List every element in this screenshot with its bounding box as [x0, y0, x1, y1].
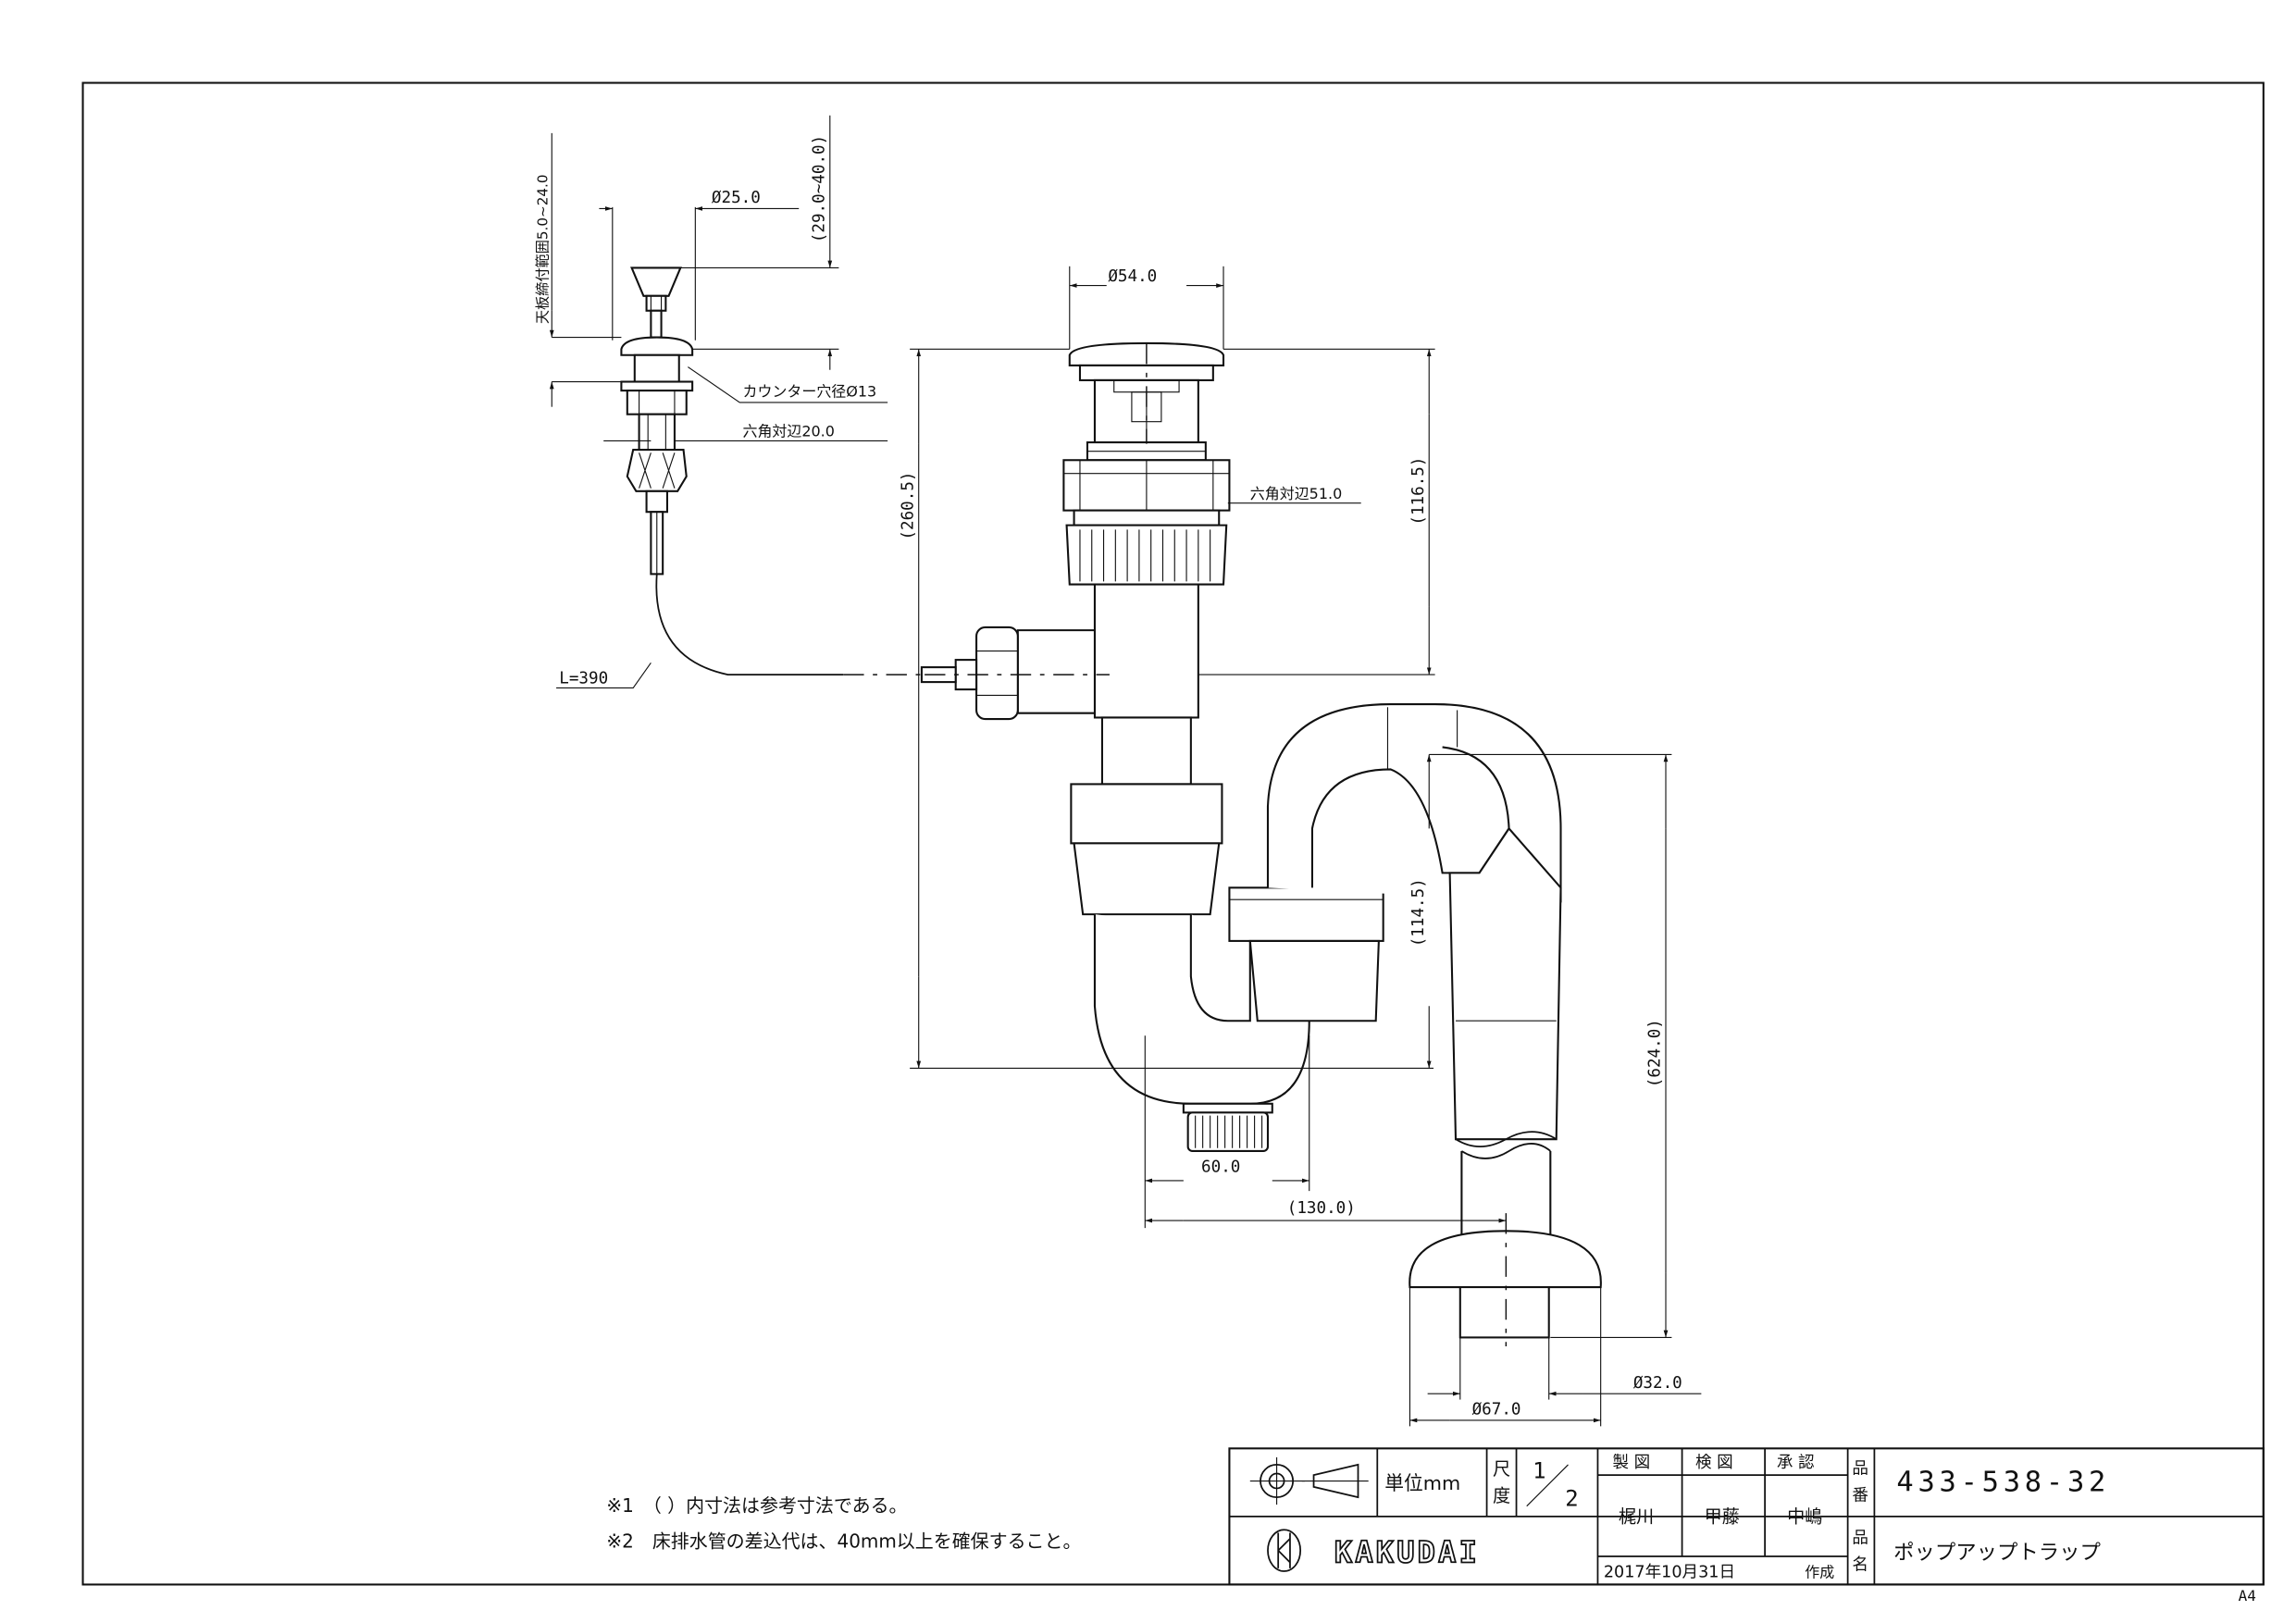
dim-pipe-dia: Ø32.0 — [1633, 1374, 1682, 1393]
part-name: ポップアップトラップ — [1893, 1541, 2101, 1565]
sheet-size: A4 — [2239, 1587, 2256, 1604]
dim-button-height: (29.0~40.0) — [810, 135, 828, 242]
dim-base-dia: Ø67.0 — [1472, 1401, 1521, 1419]
brand-name: KAKUDAI — [1334, 1534, 1480, 1569]
scale-numerator: 1 — [1533, 1457, 1545, 1483]
trap-body — [920, 341, 1602, 1339]
dim-counter-hole: カウンター穴径Ø13 — [742, 383, 876, 401]
scale-label-1: 尺 — [1493, 1458, 1510, 1480]
part-number-label-1: 品 — [1852, 1460, 1868, 1479]
note-1: ※1 （ ）内寸法は参考寸法である。 — [606, 1494, 907, 1517]
dim-cable-length: L=390 — [559, 670, 608, 688]
dim-hex-small: 六角対辺20.0 — [742, 423, 834, 440]
kakudai-logo: KAKUDAI — [1267, 1529, 1480, 1572]
note-2: ※2 床排水管の差込代は、40mm以上を確保すること。 — [606, 1530, 1081, 1552]
dim-height-trap: (114.5) — [1409, 878, 1428, 947]
created-label: 作成 — [1805, 1563, 1834, 1580]
unit-label: 単位mm — [1384, 1472, 1460, 1494]
main-dimension-lines — [910, 266, 1702, 1427]
approver-name: 中嶋 — [1787, 1505, 1822, 1527]
dim-height-pipe: (624.0) — [1646, 1019, 1665, 1087]
button-dimension-lines — [549, 115, 888, 689]
checker-name: 甲藤 — [1705, 1505, 1740, 1527]
dim-hex-large: 六角対辺51.0 — [1250, 485, 1342, 502]
dimension-labels: 天板締付範囲5.0~24.0 Ø25.0 (29.0~40.0) カウンター穴径… — [534, 135, 1682, 1419]
dim-offset-60: 60.0 — [1201, 1158, 1240, 1176]
approved-by-label: 承 認 — [1777, 1454, 1815, 1472]
dim-height-upper: (116.5) — [1409, 457, 1428, 526]
created-date: 2017年10月31日 — [1604, 1563, 1735, 1581]
part-number: 433-538-32 — [1896, 1467, 2110, 1499]
scale-label-2: 度 — [1493, 1485, 1510, 1506]
dim-flange-dia: Ø54.0 — [1108, 267, 1157, 286]
dim-button-dia: Ø25.0 — [712, 189, 761, 207]
title-block: 単位mm 尺 度 1 2 製 図 検 図 承 認 梶川 甲藤 中嶋 品 番 品 … — [1228, 1447, 2265, 1586]
checked-by-label: 検 図 — [1695, 1454, 1733, 1472]
part-number-label-2: 番 — [1852, 1486, 1868, 1505]
dim-height-total: (260.5) — [899, 471, 917, 539]
scale-denominator: 2 — [1565, 1486, 1578, 1512]
release-cable — [655, 574, 844, 675]
dim-button-stroke: 天板締付範囲5.0~24.0 — [534, 174, 551, 324]
drawing-frame — [81, 81, 2265, 1586]
drafter-name: 梶川 — [1619, 1505, 1654, 1527]
part-name-label-1: 品 — [1852, 1530, 1868, 1548]
notes: ※1 （ ）内寸法は参考寸法である。 ※2 床排水管の差込代は、40mm以上を確… — [606, 1494, 1081, 1552]
part-name-label-2: 名 — [1852, 1555, 1868, 1574]
drafted-by-label: 製 図 — [1612, 1454, 1650, 1472]
dim-offset-130: (130.0) — [1287, 1199, 1356, 1218]
projection-symbol-icon — [1249, 1456, 1369, 1505]
popup-button-assembly — [620, 266, 694, 576]
